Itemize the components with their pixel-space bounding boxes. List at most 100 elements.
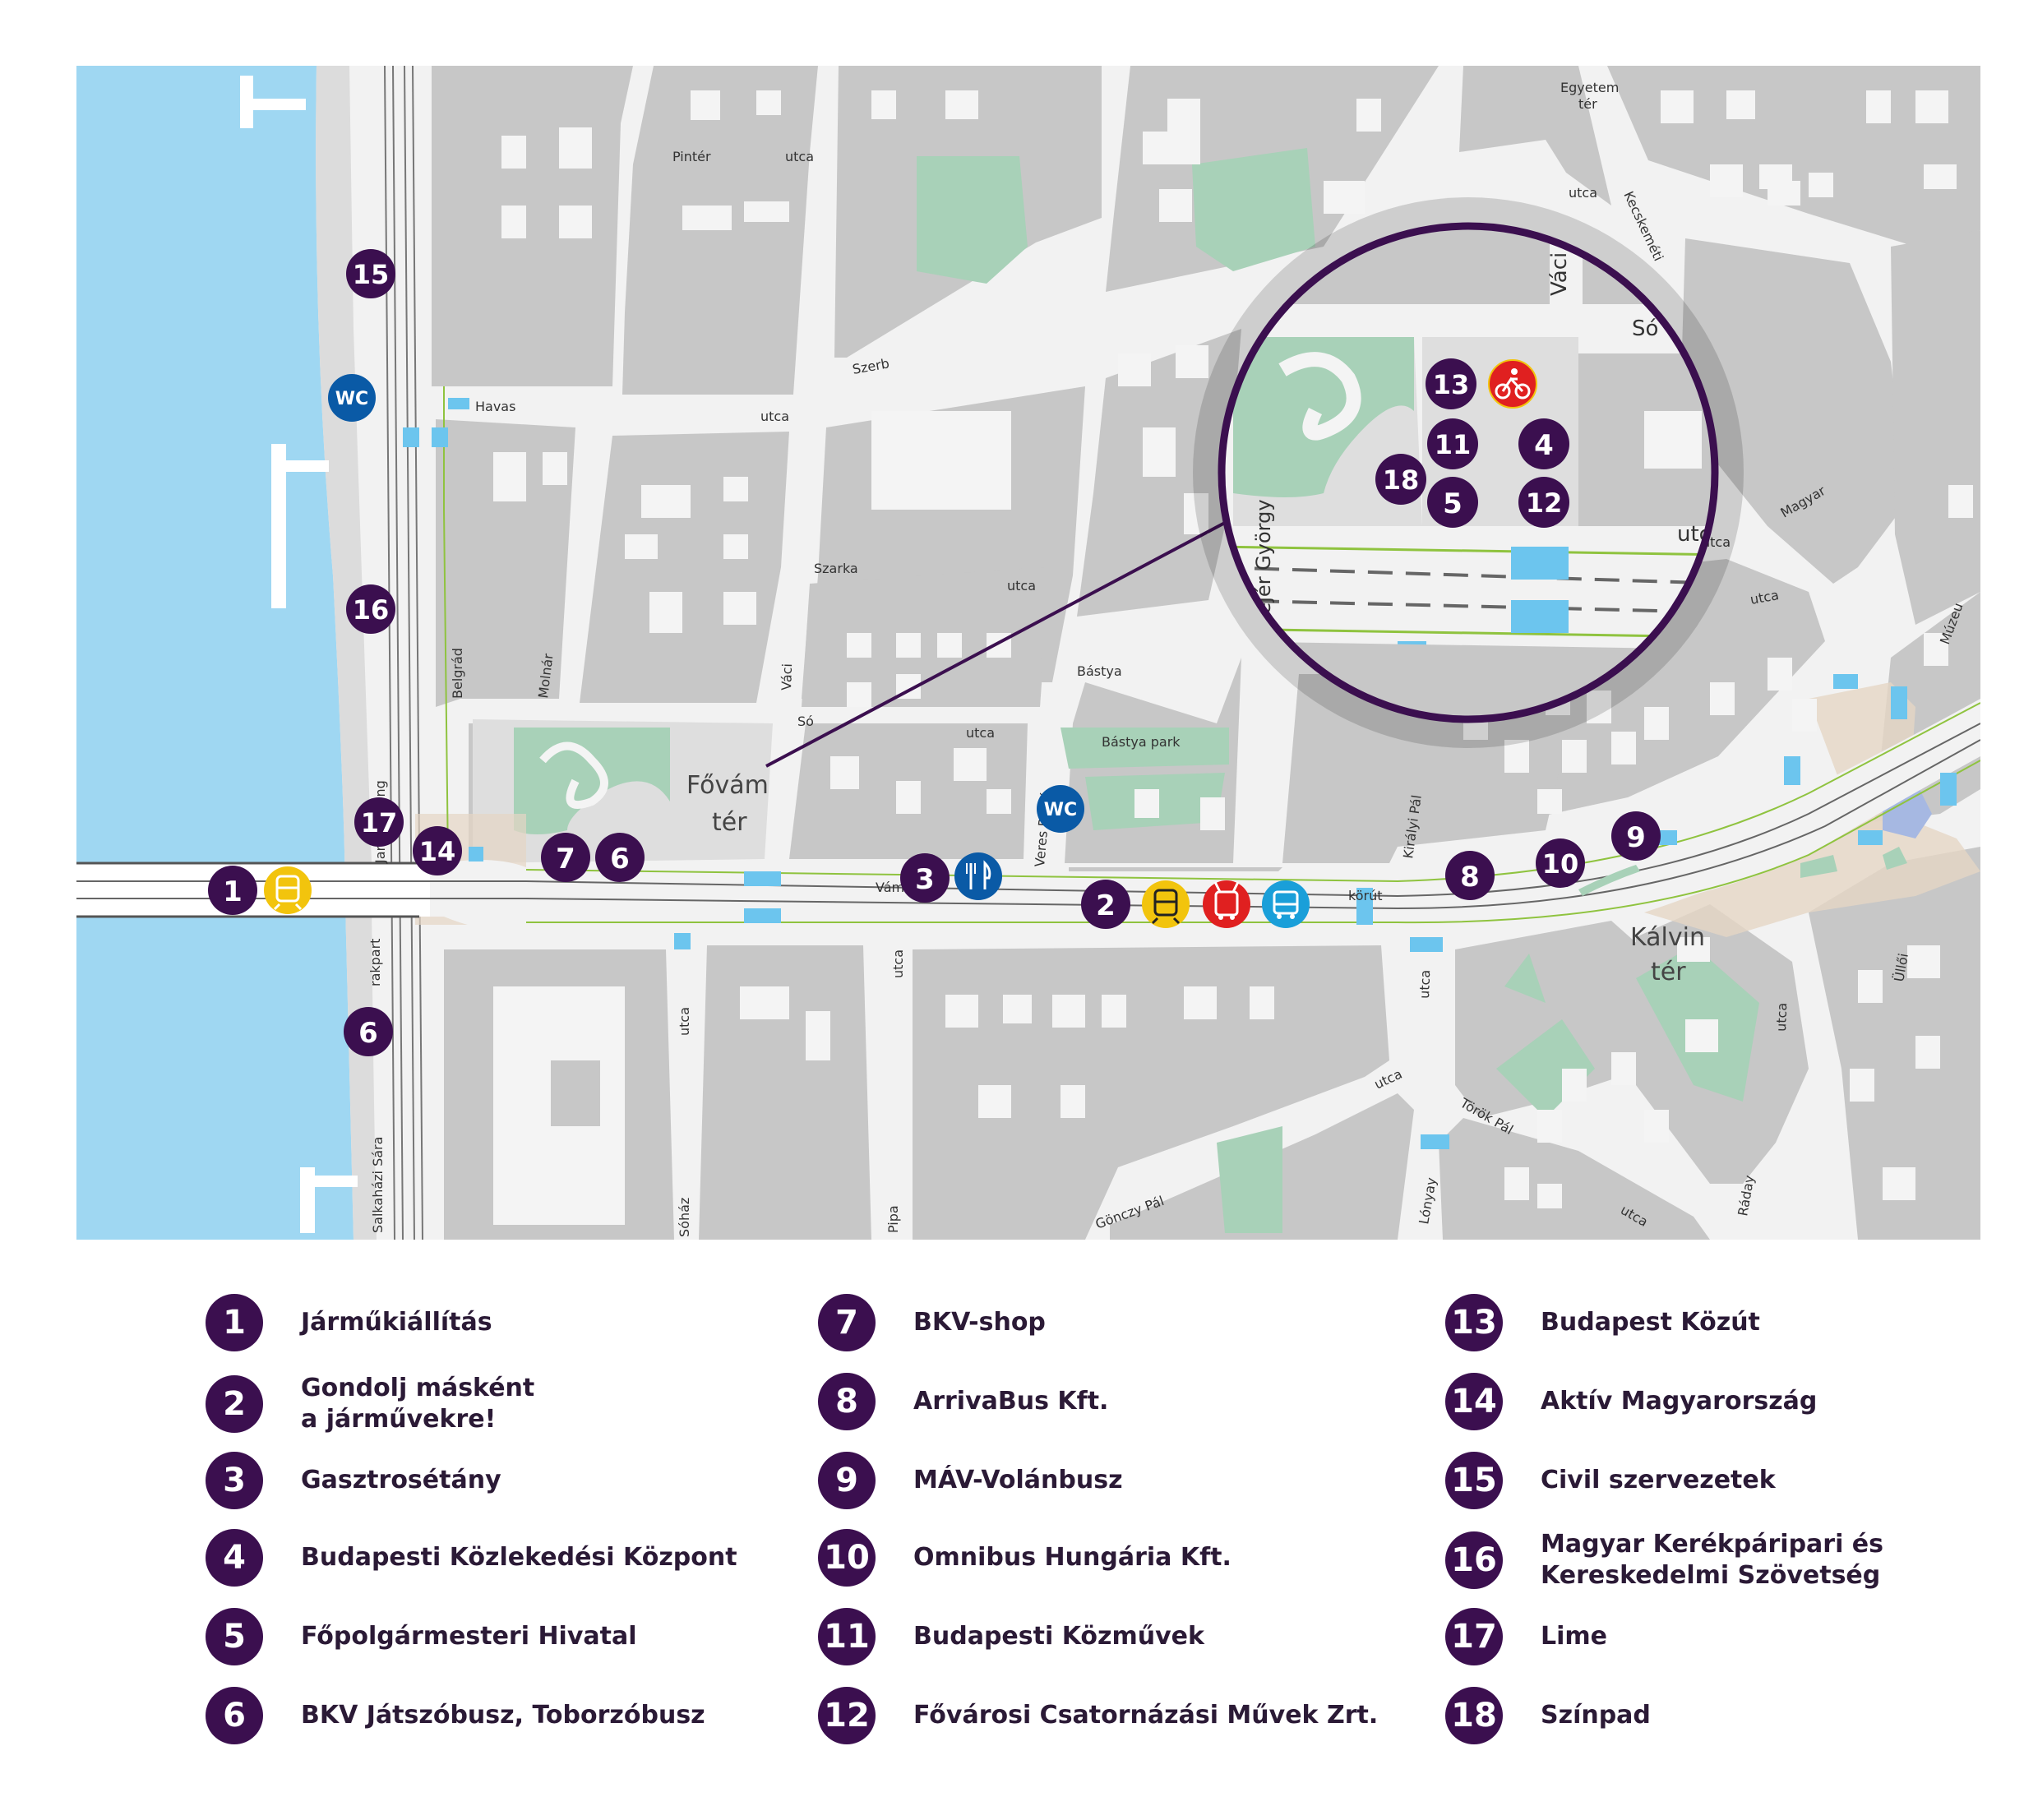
marker-14[interactable]: 14 [413, 826, 462, 875]
svg-text:WC: WC [1044, 800, 1077, 820]
legend-label: BKV Játszóbusz, Toborzóbusz [301, 1701, 705, 1730]
tram-icon [1142, 880, 1190, 928]
danube-river [76, 66, 354, 1240]
marker-9[interactable]: 9 [1611, 811, 1661, 861]
legend-label: Omnibus Hungária Kft. [913, 1543, 1231, 1572]
tram-icon [264, 866, 312, 914]
traffic-islands [1578, 847, 1907, 896]
park-lonyay [1217, 1126, 1282, 1233]
svg-text:9: 9 [1626, 821, 1646, 854]
legend-number: 15 [1445, 1452, 1503, 1509]
street-label: utca [760, 409, 789, 424]
wc-icon: WC [328, 374, 376, 422]
street-label: utca [1007, 578, 1036, 594]
street-label: Pintér [672, 149, 711, 164]
legend-item-9: 9 MÁV-Volánbusz [818, 1452, 1123, 1509]
legend-number: 10 [818, 1529, 876, 1587]
legend-number: 16 [1445, 1531, 1503, 1589]
legend-number: 7 [818, 1294, 876, 1351]
legend-number: 1 [206, 1294, 263, 1351]
svg-text:2: 2 [1096, 889, 1116, 922]
marker-16[interactable]: 16 [346, 584, 395, 634]
markers[interactable]: 1 2 3 4 5 6 6 7 8 9 10 11 12 13 14 15 16… [208, 249, 1661, 1056]
pier-2 [271, 444, 329, 608]
legend-item-11: 11 Budapesti Közművek [818, 1608, 1204, 1665]
svg-text:7: 7 [556, 843, 575, 875]
street-label: utca [677, 1007, 692, 1036]
svg-text:17: 17 [361, 807, 398, 838]
zoom-ring [1218, 222, 1719, 723]
square-labels: Fővám tér Kálvin tér [686, 771, 1705, 986]
legend-number: 8 [818, 1373, 876, 1430]
marker-2[interactable]: 2 [1081, 880, 1130, 929]
marker-1[interactable]: 1 [208, 866, 257, 915]
street-label: rakpart [367, 939, 383, 986]
marker-5[interactable]: 5 [1427, 477, 1478, 528]
street-label: körút [1348, 888, 1382, 903]
legend-number: 5 [206, 1608, 263, 1665]
street-label: utca [785, 149, 814, 164]
callout-line [765, 508, 1250, 768]
marker-10[interactable]: 10 [1536, 838, 1585, 888]
legend-item-3: 3 Gasztrosétány [206, 1452, 501, 1509]
marker-13[interactable]: 13 [1426, 358, 1476, 409]
svg-text:WC: WC [335, 389, 368, 409]
legend-label: Lime [1541, 1622, 1608, 1651]
svg-text:13: 13 [1433, 369, 1470, 400]
marker-11[interactable]: 11 [1427, 418, 1478, 469]
legend-number: 13 [1445, 1294, 1503, 1351]
street-label: Salkaházi Sára [370, 1137, 386, 1233]
legend-item-1: 1 Járműkiállítás [206, 1294, 492, 1351]
marker-12[interactable]: 12 [1518, 477, 1569, 528]
svg-text:4: 4 [1534, 429, 1554, 462]
legend-item-2: 2 Gondolj másként a járművekre! [206, 1373, 534, 1435]
trolleybus-icon [1203, 880, 1250, 928]
legend-item-10: 10 Omnibus Hungária Kft. [818, 1529, 1231, 1587]
marker-18[interactable]: 18 [1375, 454, 1426, 505]
legend-item-5: 5 Főpolgármesteri Hivatal [206, 1608, 637, 1665]
river-embankment [316, 66, 377, 1240]
bastya-park-green [1061, 728, 1229, 830]
marker-15[interactable]: 15 [346, 249, 395, 298]
marker-6-rakpart[interactable]: 6 [344, 1007, 393, 1056]
svg-text:3: 3 [915, 863, 935, 896]
buildings [493, 90, 1973, 1225]
legend-label: Budapest Közút [1541, 1308, 1760, 1337]
marker-7[interactable]: 7 [541, 833, 590, 882]
square-label: Kálvin [1630, 923, 1705, 952]
street-label: Szarka [814, 561, 858, 576]
legend-label: Gasztrosétány [301, 1466, 501, 1494]
legend-item-17: 17 Lime [1445, 1608, 1607, 1665]
svg-text:15: 15 [353, 259, 390, 290]
legend-label: ArrivaBus Kft. [913, 1387, 1109, 1416]
legend-number: 3 [206, 1452, 263, 1509]
fovam-park-path [539, 741, 608, 809]
street-label: Váci [779, 663, 795, 691]
marker-8[interactable]: 8 [1445, 851, 1495, 900]
legend-label: Budapesti Közművek [913, 1622, 1204, 1651]
marker-6-bridge[interactable]: 6 [595, 833, 645, 882]
legend-label: Gondolj másként a járművekre! [301, 1374, 535, 1434]
square-label: tér [712, 808, 747, 837]
legend-number: 2 [206, 1375, 263, 1433]
street-label: Bástya park [1102, 734, 1181, 750]
street-label: Egyetem [1560, 80, 1619, 95]
legend-item-14: 14 Aktív Magyarország [1445, 1373, 1817, 1430]
marker-17[interactable]: 17 [354, 797, 404, 847]
svg-text:1: 1 [223, 875, 243, 908]
park-egyetem [1192, 148, 1315, 271]
marker-3[interactable]: 3 [900, 853, 950, 903]
bus-icon [1262, 880, 1310, 928]
legend-item-6: 6 BKV Játszóbusz, Toborzóbusz [206, 1687, 705, 1744]
pier-3 [300, 1167, 358, 1233]
svg-text:6: 6 [610, 843, 630, 875]
svg-text:14: 14 [419, 836, 456, 867]
legend-label: Színpad [1541, 1701, 1651, 1730]
legend-label: Járműkiállítás [301, 1308, 492, 1337]
legend-item-15: 15 Civil szervezetek [1445, 1452, 1776, 1509]
svg-text:16: 16 [353, 594, 390, 626]
marker-4[interactable]: 4 [1518, 418, 1569, 469]
legend-item-7: 7 BKV-shop [818, 1294, 1046, 1351]
zoom-street-label: Váci [1547, 252, 1572, 296]
